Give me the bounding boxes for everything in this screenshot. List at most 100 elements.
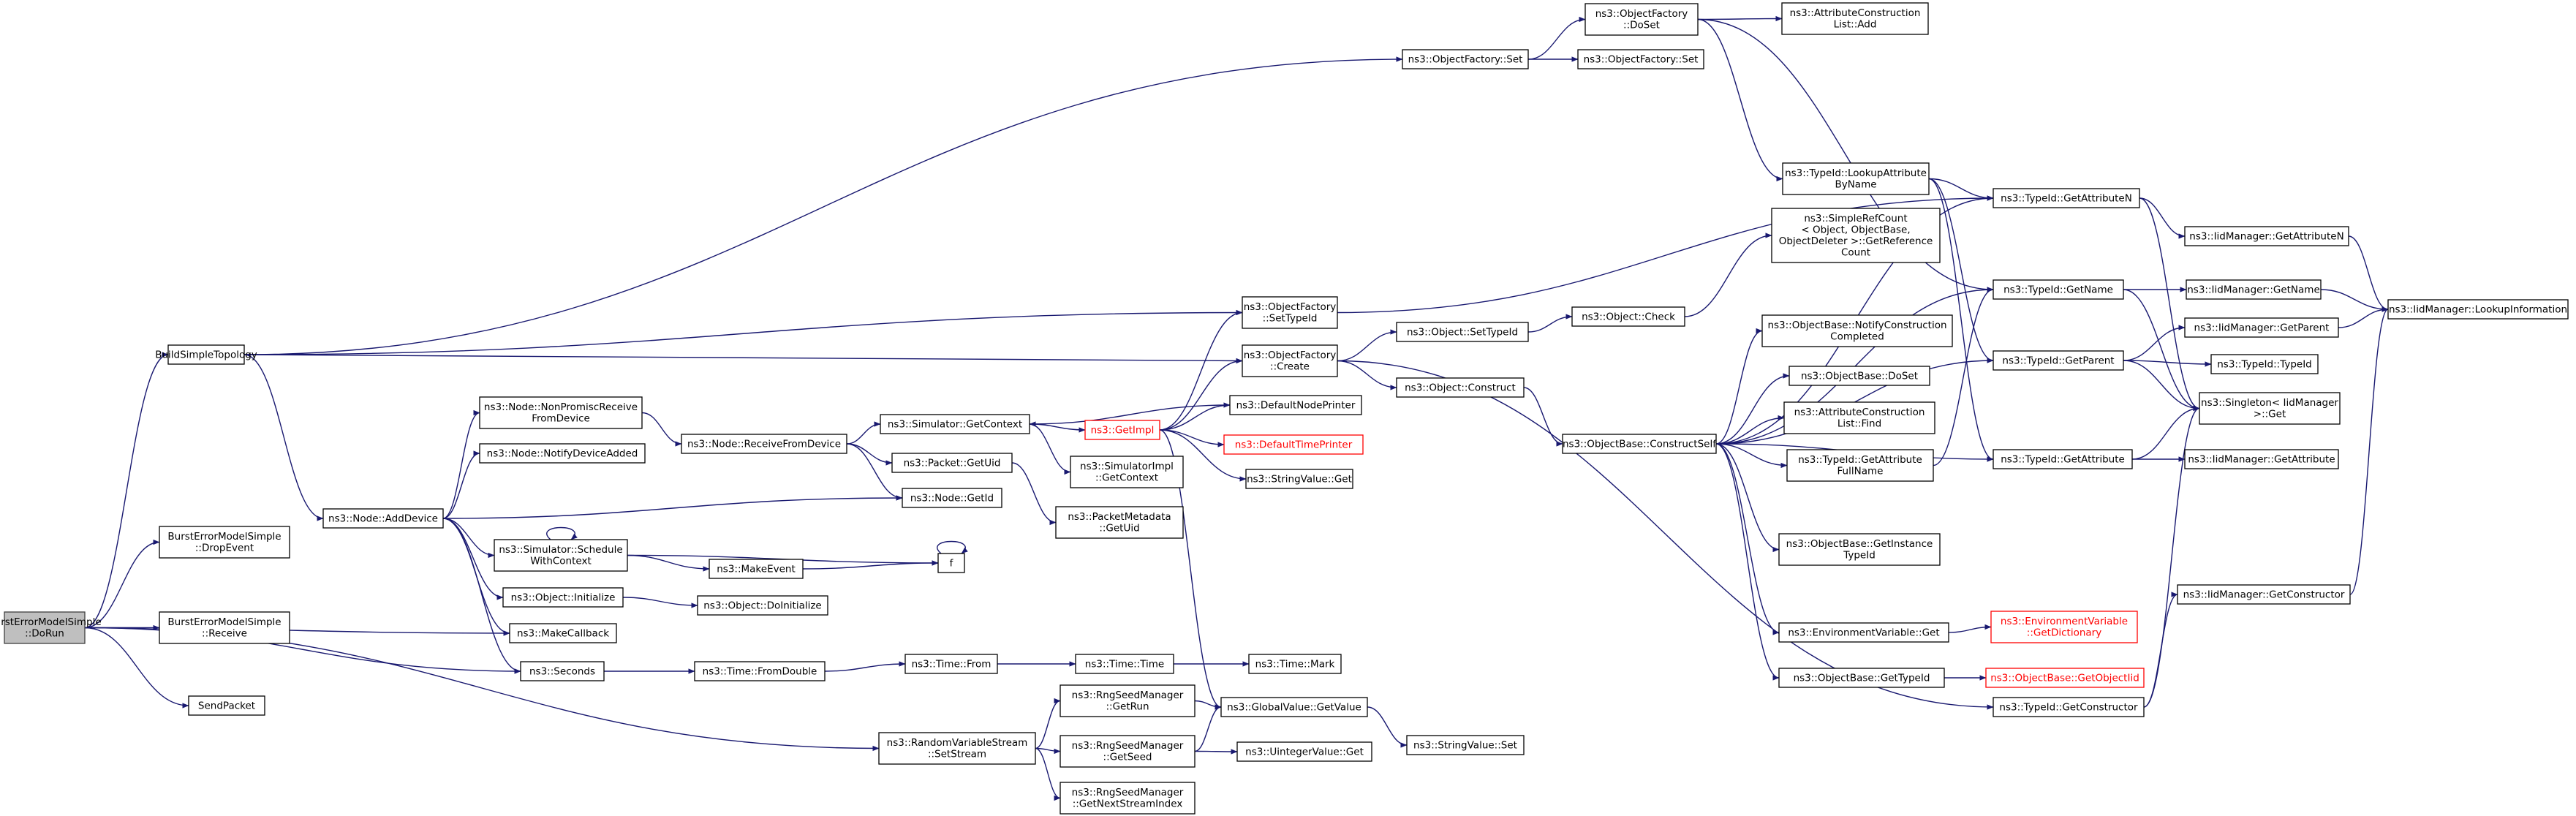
- node-label: ns3::StringValue::Get: [1247, 473, 1352, 485]
- edge-n15-to-n25: [1928, 178, 1994, 462]
- node-ns3-time-mark[interactable]: ns3::Time::Mark: [1248, 654, 1342, 674]
- node-bursterrormodelsimple-dropevent[interactable]: BurstErrorModelSimple::DropEvent: [159, 526, 290, 559]
- node-ns3-objectbase-doset[interactable]: ns3::ObjectBase::DoSet: [1789, 366, 1930, 386]
- node-ns3-simulator-getcontext[interactable]: ns3::Simulator::GetContext: [880, 414, 1030, 434]
- node-ns3-node-notifydeviceadded[interactable]: ns3::Node::NotifyDeviceAdded: [479, 443, 646, 464]
- node-ns3-object-construct[interactable]: ns3::Object::Construct: [1396, 377, 1525, 398]
- node-box: [904, 654, 998, 674]
- edge-n30-to-n31: [1684, 233, 1772, 317]
- edge-n49-to-n55: [1159, 429, 1222, 710]
- node-ns3-objectfactory-set[interactable]: ns3::ObjectFactory::Set: [1577, 49, 1704, 69]
- node-box: [4, 611, 86, 644]
- edge-n49-to-n10: [1159, 358, 1243, 431]
- node-label: ns3::IidManager::GetName: [2187, 284, 2320, 295]
- node-box: [2177, 584, 2351, 605]
- node-ns3-environmentvariable-getdictionary[interactable]: ns3::EnvironmentVariable::GetDictionary: [1990, 611, 2138, 643]
- node-label: ns3::ObjectFactory: [1244, 350, 1337, 361]
- node-ns3-iidmanager-getattribute[interactable]: ns3::IidManager::GetAttribute: [2184, 449, 2339, 469]
- edge-n56-to-n56: [546, 526, 578, 540]
- node-ns3-objectfactory-settypeid[interactable]: ns3::ObjectFactory::SetTypeId: [1242, 296, 1338, 329]
- node-ns3-iidmanager-getconstructor[interactable]: ns3::IidManager::GetConstructor: [2177, 584, 2351, 605]
- node-ns3-packet-getuid[interactable]: ns3::Packet::GetUid: [891, 453, 1013, 473]
- node-ns3-simulatorimpl-getcontext[interactable]: ns3::SimulatorImpl::GetContext: [1070, 456, 1184, 488]
- node-ns3-objectfactory-set[interactable]: ns3::ObjectFactory::Set: [1402, 49, 1529, 69]
- node-ns3-rngseedmanager-getseed[interactable]: ns3::RngSeedManager::GetSeed: [1060, 735, 1196, 768]
- node-ns3-typeid-getconstructor[interactable]: ns3::TypeId::GetConstructor: [1993, 697, 2145, 717]
- node-box: [1993, 188, 2140, 208]
- node-ns3-time-from[interactable]: ns3::Time::From: [904, 654, 998, 674]
- node-label: FullName: [1837, 466, 1884, 477]
- node-f[interactable]: f: [937, 553, 965, 573]
- node-ns3-time-time[interactable]: ns3::Time::Time: [1075, 654, 1174, 674]
- node-ns3-node-getid[interactable]: ns3::Node::GetId: [902, 488, 1002, 508]
- node-ns3-iidmanager-getattributen[interactable]: ns3::IidManager::GetAttributeN: [2184, 226, 2349, 246]
- node-buildsimpletopology[interactable]: BuildSimpleTopology: [155, 344, 257, 365]
- node-label: ns3::Object::Check: [1582, 311, 1675, 322]
- node-ns3-typeid-getparent[interactable]: ns3::TypeId::GetParent: [1993, 350, 2124, 371]
- node-ns3-time-fromdouble[interactable]: ns3::Time::FromDouble: [694, 661, 826, 681]
- edge-n0-to-n7: [84, 627, 880, 752]
- node-sendpacket[interactable]: SendPacket: [188, 695, 265, 716]
- node-ns3-simplerefcount-object-objectbase-objectdeleter-getreference-count[interactable]: ns3::SimpleRefCount< Object, ObjectBase,…: [1771, 208, 1941, 263]
- node-ns3-objectbase-gettypeid[interactable]: ns3::ObjectBase::GetTypeId: [1778, 668, 1945, 688]
- node-ns3-iidmanager-getparent[interactable]: ns3::IidManager::GetParent: [2184, 317, 2339, 338]
- node-ns3-iidmanager-lookupinformation[interactable]: ns3::IidManager::LookupInformation: [2387, 299, 2569, 320]
- node-ns3-objectbase-notifyconstruction-completed[interactable]: ns3::ObjectBase::NotifyConstructionCompl…: [1761, 314, 1953, 347]
- node-box: [1060, 735, 1196, 768]
- node-ns3-node-receivefromdevice[interactable]: ns3::Node::ReceiveFromDevice: [681, 434, 847, 454]
- edge-n0-to-n6: [84, 627, 521, 674]
- node-ns3-defaulttimeprinter[interactable]: ns3::DefaultTimePrinter: [1223, 434, 1364, 455]
- edge-n12-to-n14: [1697, 15, 1783, 22]
- node-ns3-seconds[interactable]: ns3::Seconds: [520, 661, 605, 681]
- node-ns3-objectfactory-create[interactable]: ns3::ObjectFactory::Create: [1242, 344, 1338, 377]
- edge-n0-to-n2: [84, 539, 160, 629]
- node-ns3-object-settypeid[interactable]: ns3::Object::SetTypeId: [1396, 322, 1529, 342]
- node-ns3-typeid-typeid[interactable]: ns3::TypeId::TypeId: [2210, 354, 2319, 374]
- node-ns3-packetmetadata-getuid[interactable]: ns3::PacketMetadata::GetUid: [1055, 506, 1184, 539]
- node-box: [479, 443, 646, 464]
- node-ns3-singleton-iidmanager-get[interactable]: ns3::Singleton< IidManager>::Get: [2199, 392, 2341, 425]
- node-bursterrormodelsimple-receive[interactable]: BurstErrorModelSimple::Receive: [159, 611, 290, 644]
- node-ns3-environmentvariable-get[interactable]: ns3::EnvironmentVariable::Get: [1778, 622, 1949, 643]
- node-bursterrormodelsimple-dorun[interactable]: BurstErrorModelSimple::DoRun: [0, 611, 102, 644]
- node-ns3-makecallback[interactable]: ns3::MakeCallback: [509, 623, 617, 643]
- node-label: FromDevice: [532, 413, 590, 425]
- node-ns3-object-doinitialize[interactable]: ns3::Object::DoInitialize: [697, 595, 828, 616]
- node-label: ns3::IidManager::GetAttributeN: [2189, 230, 2343, 242]
- node-ns3-getimpl[interactable]: ns3::GetImpl: [1084, 420, 1160, 440]
- node-ns3-uintegervalue-get[interactable]: ns3::UintegerValue::Get: [1236, 741, 1372, 762]
- node-ns3-iidmanager-getname[interactable]: ns3::IidManager::GetName: [2186, 279, 2322, 300]
- node-ns3-makeevent[interactable]: ns3::MakeEvent: [709, 559, 804, 579]
- node-ns3-typeid-getname[interactable]: ns3::TypeId::GetName: [1993, 279, 2124, 300]
- node-ns3-objectbase-getobjectiid[interactable]: ns3::ObjectBase::GetObjectIid: [1985, 668, 2145, 688]
- node-box: [1070, 456, 1184, 488]
- node-ns3-rngseedmanager-getrun[interactable]: ns3::RngSeedManager::GetRun: [1060, 684, 1196, 717]
- node-ns3-globalvalue-getvalue[interactable]: ns3::GlobalValue::GetValue: [1220, 697, 1368, 717]
- node-box: [502, 587, 624, 608]
- node-ns3-defaultnodeprinter[interactable]: ns3::DefaultNodePrinter: [1229, 395, 1362, 415]
- node-ns3-randomvariablestream-setstream[interactable]: ns3::RandomVariableStream::SetStream: [878, 732, 1036, 765]
- node-ns3-stringvalue-get[interactable]: ns3::StringValue::Get: [1245, 469, 1353, 489]
- node-ns3-object-initialize[interactable]: ns3::Object::Initialize: [502, 587, 624, 608]
- node-label: ns3::Simulator::GetContext: [888, 418, 1022, 430]
- node-ns3-typeid-getattributen[interactable]: ns3::TypeId::GetAttributeN: [1993, 188, 2140, 208]
- node-label: Count: [1841, 247, 1870, 259]
- node-ns3-objectfactory-doset[interactable]: ns3::ObjectFactory::DoSet: [1584, 3, 1699, 36]
- node-label: ns3::UintegerValue::Get: [1245, 746, 1364, 758]
- edge-n37-to-n17: [1933, 287, 1994, 466]
- node-ns3-objectbase-constructself[interactable]: ns3::ObjectBase::ConstructSelf: [1562, 434, 1717, 454]
- node-ns3-rngseedmanager-getnextstreamindex[interactable]: ns3::RngSeedManager::GetNextStreamIndex: [1060, 782, 1196, 815]
- node-label: ns3::TypeId::GetConstructor: [1999, 701, 2138, 713]
- edge-n27-to-n19: [2349, 306, 2389, 595]
- node-ns3-typeid-getattribute[interactable]: ns3::TypeId::GetAttribute: [1993, 449, 2133, 469]
- node-ns3-node-adddevice[interactable]: ns3::Node::AddDevice: [322, 508, 444, 529]
- node-ns3-object-check[interactable]: ns3::Object::Check: [1571, 306, 1685, 327]
- node-ns3-stringvalue-set[interactable]: ns3::StringValue::Set: [1406, 735, 1525, 755]
